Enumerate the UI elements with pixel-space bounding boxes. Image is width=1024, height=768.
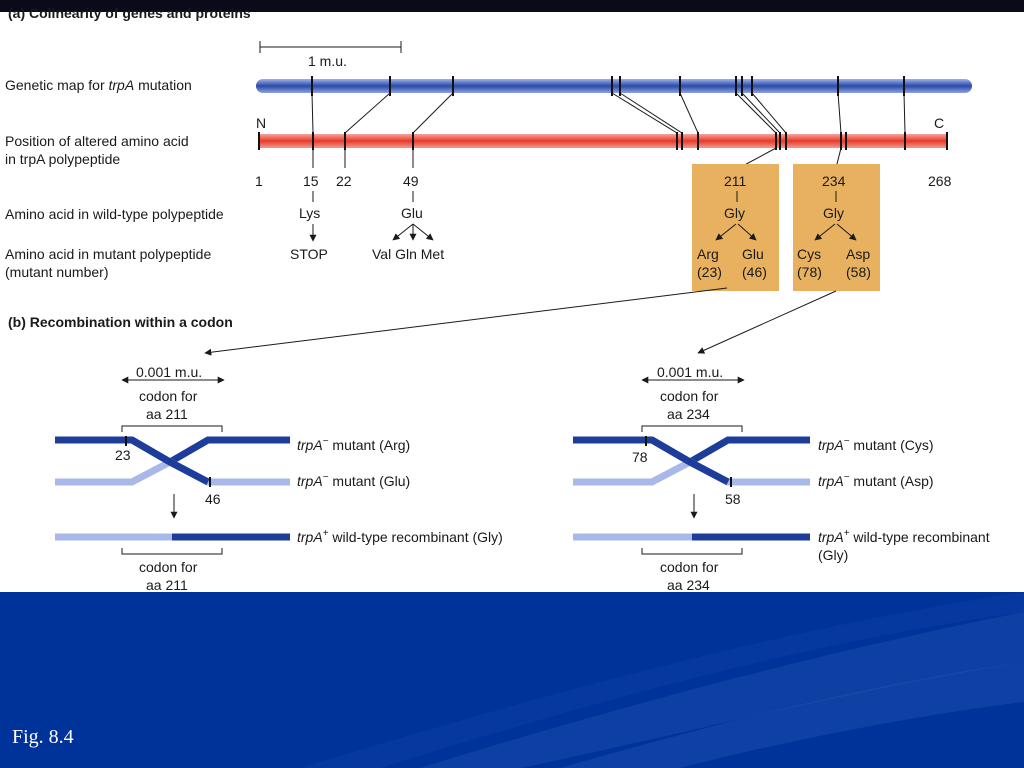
right-crossover [650,436,730,486]
left-scale-label: 0.001 m.u. [136,364,202,380]
arrow-to-right-panel [697,290,837,354]
aa234-mut1: Cys [797,246,821,262]
left-mutant2-number: 46 [205,491,221,507]
scale-bar-1mu [259,41,402,53]
mutant-arrows [309,223,857,242]
aa234-box [793,164,880,291]
aa49-mutants: Val Gln Met [372,246,444,262]
left-codon-top-bracket [121,425,223,432]
c-terminus-label: C [934,115,944,131]
aa15-mutant: STOP [290,246,328,262]
part-b-title: (b) Recombination within a codon [8,314,233,330]
aa15-wild: Lys [299,205,320,221]
position-1: 1 [255,173,263,189]
top-dark-bar [0,0,1024,12]
genetic-map-ticks [311,76,905,96]
right-mutant2-number: 58 [725,491,741,507]
right-label-mutant1: trpA− mutant (Cys) [818,436,934,453]
genetic-map-bar [256,79,972,93]
right-recombination-panel: 0.001 m.u. codon for aa 234 78 58 codon … [573,364,990,592]
position-label-line1: Position of altered amino acid [5,133,189,149]
left-strand-mutant1 [55,436,290,467]
right-codon-top-bracket [641,425,743,432]
mutant-row-label-line1: Amino acid in mutant polypeptide [5,246,211,262]
right-codon-bottom-line2: aa 234 [667,577,710,592]
right-codon-bottom-line1: codon for [660,559,719,575]
map-to-polypeptide-lines [311,92,906,134]
aa211-mut2-num: (46) [742,264,767,280]
mutant-row-label-line2: (mutant number) [5,264,108,280]
genetic-map-label: Genetic map for trpA mutation [5,77,192,93]
left-codon-top-line2: aa 211 [146,406,188,422]
aa211-mut2: Glu [742,246,764,262]
position-label-line2: in trpA polypeptide [5,151,120,167]
aa211-mut1: Arg [697,246,719,262]
left-codon-bottom-line2: aa 211 [146,577,188,592]
figure-caption: Fig. 8.4 [12,726,74,748]
right-strand-mutant1 [573,436,810,467]
right-label-recombinant: trpA+ wild-type recombinant [818,528,990,545]
position-22: 22 [336,173,352,189]
right-mutant1-number: 78 [632,449,648,465]
part-a-title: (a) Colinearity of genes and proteins [8,5,251,21]
wildtype-connectors [312,191,837,202]
n-terminus-label: N [256,115,266,131]
position-211: 211 [724,173,747,189]
arrow-to-left-panel [204,287,728,356]
right-scale-label: 0.001 m.u. [657,364,723,380]
aa234-mut2: Asp [846,246,870,262]
polypeptide-bar [258,134,948,148]
aa211-wild: Gly [724,205,745,221]
left-label-mutant2: trpA− mutant (Glu) [297,472,410,489]
left-codon-bottom-line1: codon for [139,559,198,575]
figure-panel: (a) Colinearity of genes and proteins 1 … [5,5,990,592]
aa234-mut2-num: (58) [846,264,871,280]
aa234-wild: Gly [823,205,844,221]
left-mutant1-number: 23 [115,447,131,463]
wildtype-row-label: Amino acid in wild-type polypeptide [5,206,224,222]
left-label-recombinant: trpA+ wild-type recombinant (Gly) [297,528,503,545]
right-codon-bottom-bracket [641,548,743,555]
slide-background [0,592,1024,768]
left-codon-top-line1: codon for [139,388,198,404]
scale-label: 1 m.u. [308,53,347,69]
position-49: 49 [403,173,419,189]
aa234-mut1-num: (78) [797,264,822,280]
aa211-box [692,164,779,291]
left-codon-bottom-bracket [121,548,223,555]
position-15: 15 [303,173,319,189]
position-268: 268 [928,173,952,189]
left-label-mutant1: trpA− mutant (Arg) [297,436,410,453]
left-crossover [130,436,210,486]
right-codon-top-line1: codon for [660,388,719,404]
aa49-wild: Glu [401,205,423,221]
right-codon-top-line2: aa 234 [667,406,710,422]
position-234: 234 [822,173,846,189]
left-recombination-panel: 0.001 m.u. codon for aa 211 23 46 codon … [55,364,503,592]
right-label-mutant2: trpA− mutant (Asp) [818,472,934,489]
aa211-mut1-num: (23) [697,264,722,280]
polypeptide-ticks [258,132,948,150]
right-label-recombinant-line2: (Gly) [818,547,848,563]
